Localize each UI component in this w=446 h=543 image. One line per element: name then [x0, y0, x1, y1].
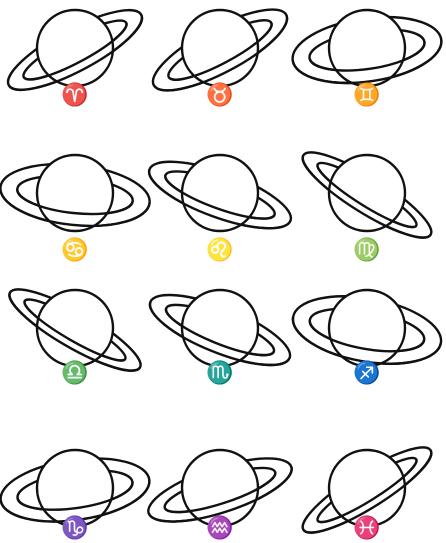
zodiac-glyph-capricorn: ♑ [61, 515, 88, 541]
saturn-panel-capricorn: ♑ [0, 450, 153, 541]
saturn-panel-pisces: ♓ [294, 435, 440, 543]
saturn-panel-gemini: ♊ [288, 8, 445, 108]
saturn-panel-virgo: ♍ [294, 140, 440, 263]
zodiac-glyph-libra: ♎ [61, 360, 88, 386]
saturn-panel-libra: ♎ [1, 277, 149, 386]
saturn-panel-sagittarius: ♐ [288, 286, 446, 386]
saturn-globe [329, 10, 405, 86]
zodiac-glyph-aquarius: ♒ [206, 515, 233, 541]
zodiac-glyph-sagittarius: ♐ [353, 360, 380, 386]
saturn-globe [329, 155, 405, 231]
zodiac-glyph-aries: ♈ [61, 82, 88, 108]
saturn-panel-aries: ♈ [0, 0, 151, 108]
saturn-panel-scorpio: ♏ [142, 281, 298, 386]
zodiac-glyph-pisces: ♓ [353, 515, 380, 541]
zodiac-glyph-gemini: ♊ [353, 82, 380, 108]
saturn-panel-leo: ♌ [142, 148, 298, 263]
saturn-panel-taurus: ♉ [143, 0, 297, 108]
zodiac-glyph-scorpio: ♏ [206, 360, 233, 386]
zodiac-glyph-cancer: ♋ [61, 237, 88, 263]
zodiac-glyph-taurus: ♉ [206, 82, 233, 108]
saturn-panel-aquarius: ♒ [142, 445, 299, 541]
saturn-globe [329, 290, 405, 366]
zodiac-glyph-leo: ♌ [206, 237, 233, 263]
zodiac-glyph-virgo: ♍ [353, 237, 380, 263]
saturn-panel-cancer: ♋ [0, 155, 153, 263]
saturn-globe [37, 155, 113, 231]
